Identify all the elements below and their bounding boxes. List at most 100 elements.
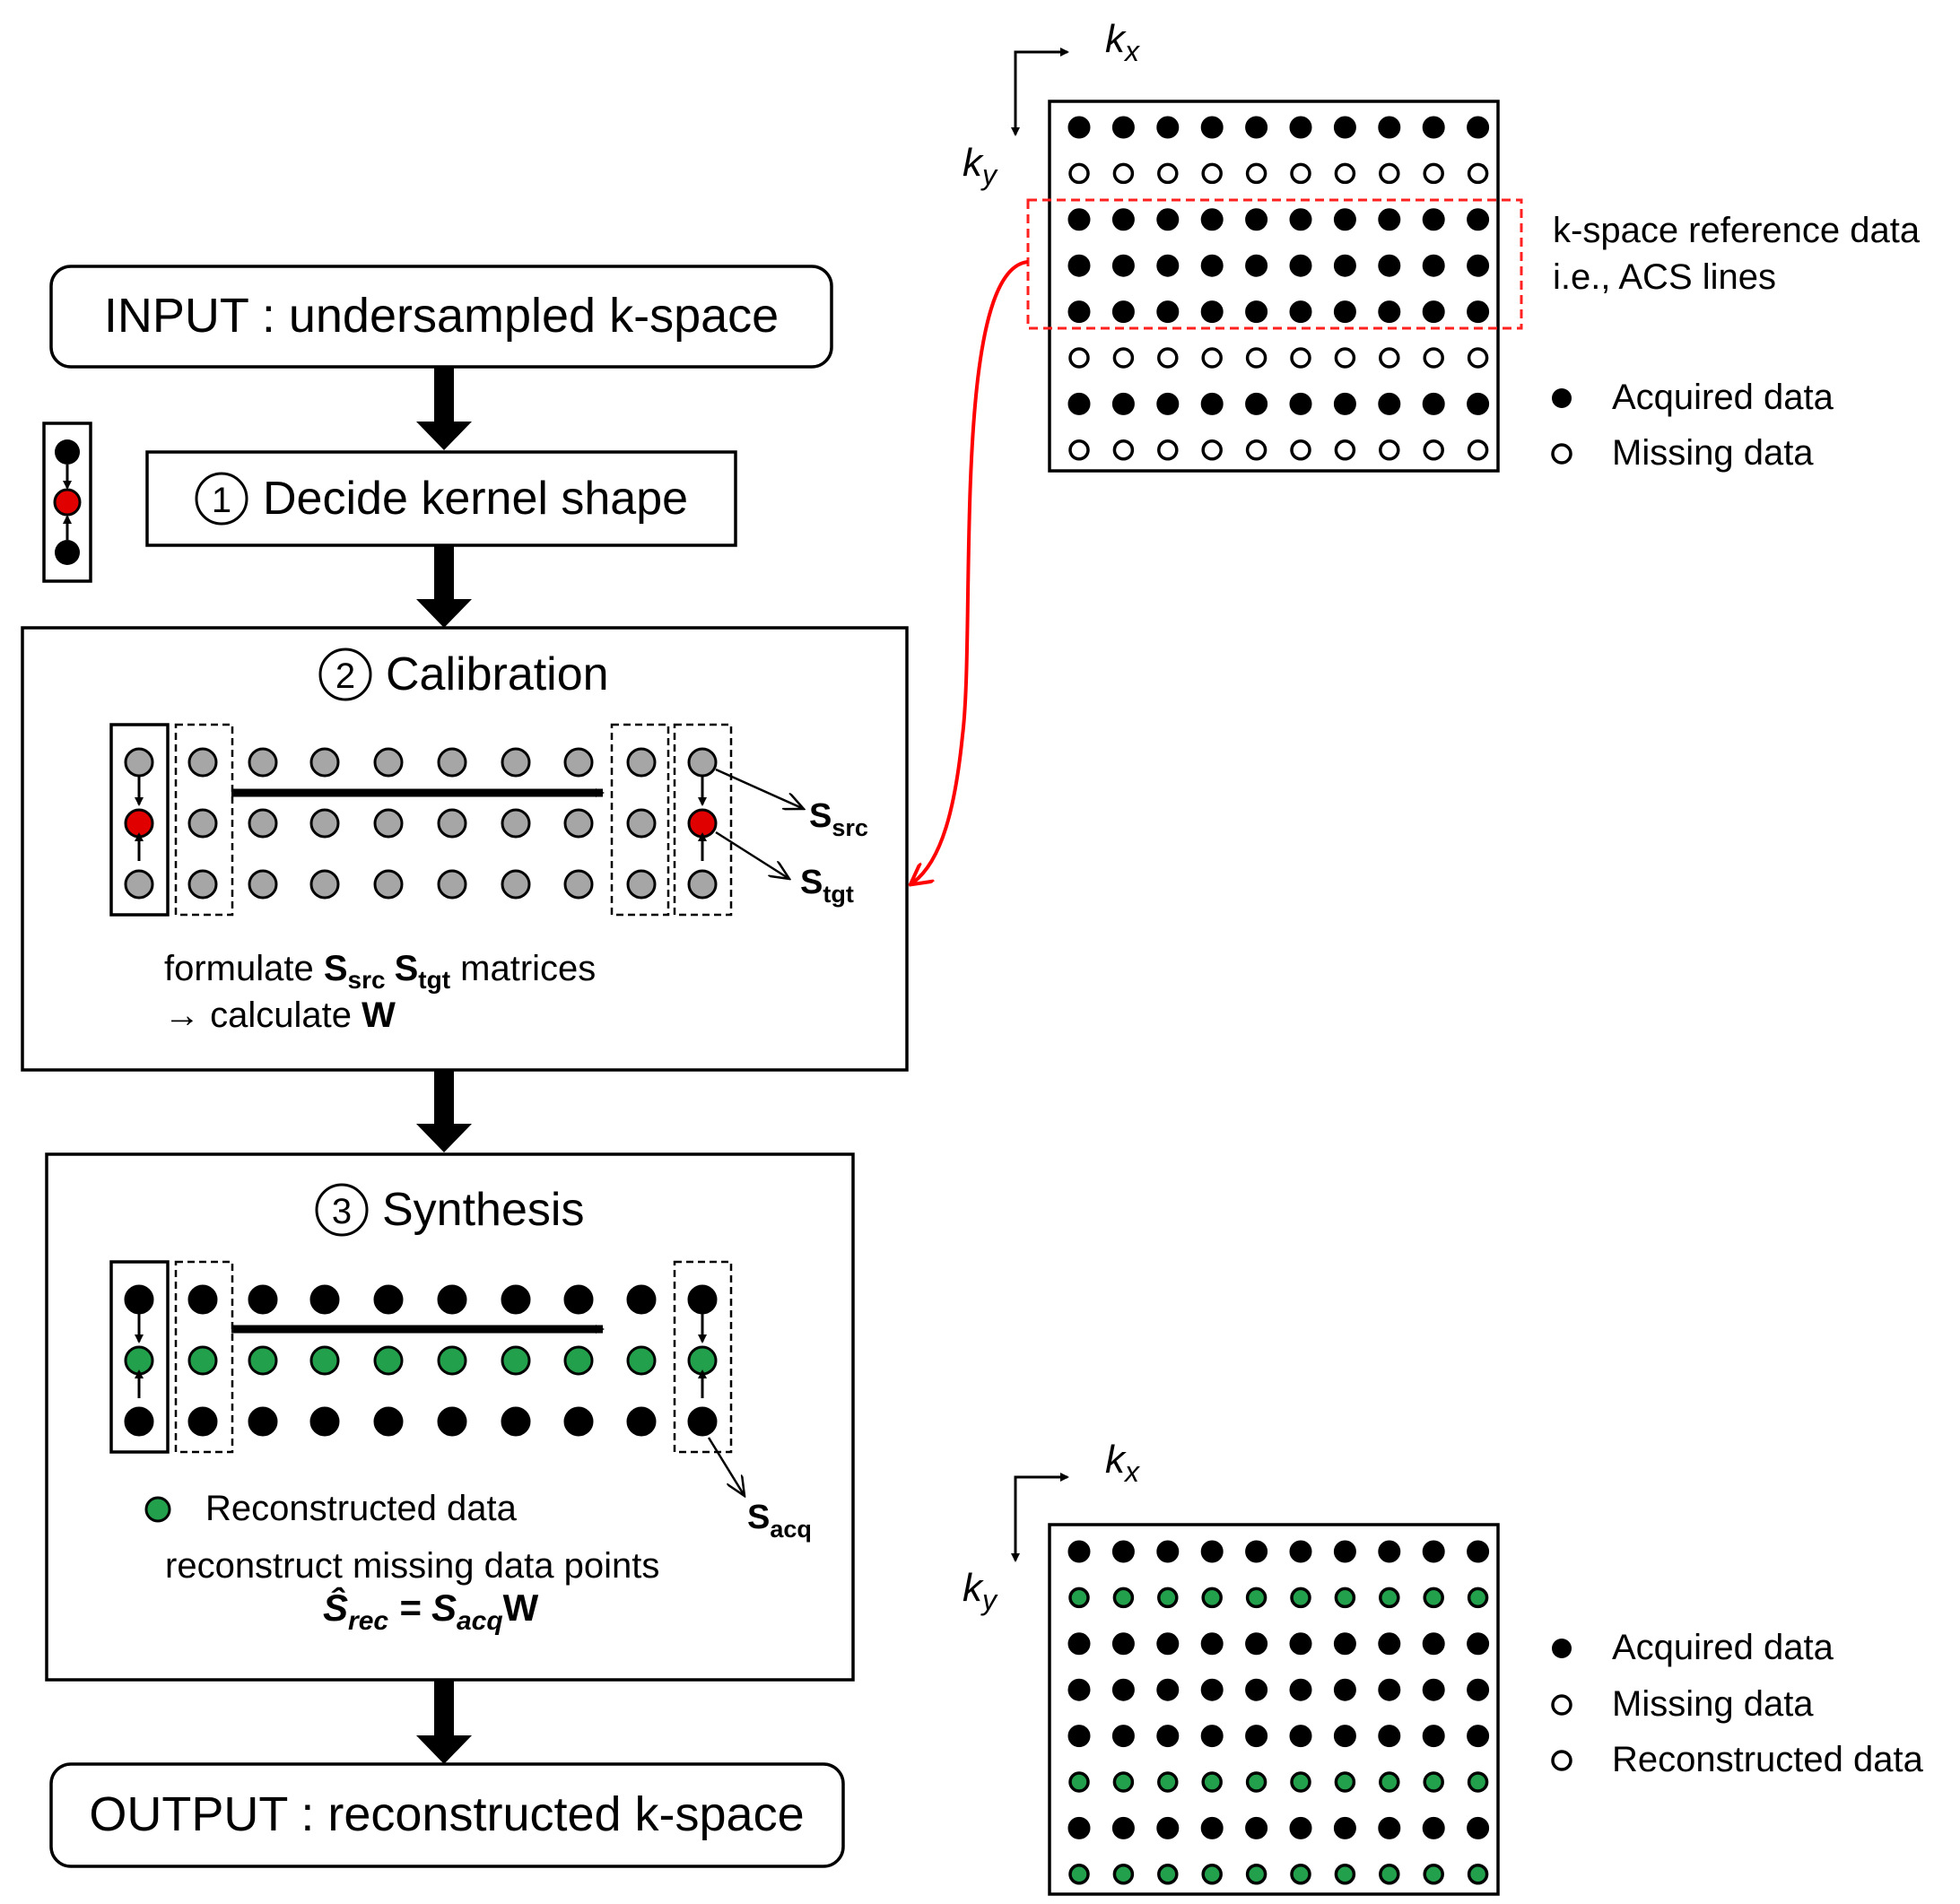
calibration-point-middle [501,808,531,839]
kspace-top-frame [1048,100,1500,473]
calibration-point-middle [563,808,594,839]
kspace-point-acquired [1467,254,1490,277]
kspace-point-reconstructed [1423,1771,1444,1793]
kspace-point-acquired [1200,392,1224,415]
kspace-point-acquired [1200,1632,1224,1656]
step1-label: Decide kernel shape [263,473,688,525]
kspace-point-acquired [1289,208,1312,231]
legend-acquired-top: Acquired data [1612,378,1834,417]
calibration-kernel-frame-9 [610,723,670,917]
kspace-point-reconstructed [1157,1864,1179,1885]
kspace-point-acquired [1467,1678,1490,1701]
kspace-point-acquired [1333,1678,1356,1701]
kspace-bottom-points [1067,1540,1490,1885]
calibration-point-middle [373,808,404,839]
kspace-point-acquired [1067,116,1091,139]
kspace-point-reconstructed [1112,1864,1135,1885]
kspace-point-acquired [1422,300,1445,324]
kspace-point-acquired [1156,300,1180,324]
synthesis-point-top [187,1284,218,1315]
kspace-point-reconstructed [1068,1771,1090,1793]
kspace-point-acquired [1378,1678,1401,1701]
kspace-point-acquired [1378,1632,1401,1656]
kspace-point-reconstructed [1379,1587,1400,1609]
calibration-point-middle [187,808,218,839]
synthesis-point-middle [248,1345,278,1376]
synthesis-point-top [501,1284,531,1315]
kspace-point-acquired [1289,254,1312,277]
synthesis-point-top [626,1284,657,1315]
kspace-top-points [1067,116,1490,461]
kspace-point-acquired [1467,116,1490,139]
legend-acquired-dot-bottom [1552,1639,1572,1658]
step1-number-badge [195,472,248,526]
kspace-point-acquired [1200,1816,1224,1839]
kspace-point-acquired [1156,1678,1180,1701]
kspace-point-reconstructed [1334,1587,1356,1609]
flow-arrow-step2-to-step3 [416,1070,472,1152]
kspace-point-reconstructed [1068,1587,1090,1609]
kspace-point-missing [1112,162,1135,185]
kspace-point-reconstructed [1290,1587,1311,1609]
synthesis-point-middle [309,1345,340,1376]
acs-label-line2: i.e., ACS lines [1553,257,1776,297]
output-box: OUTPUT : reconstructed k-space [49,1762,845,1868]
calibration-point-top [501,747,531,778]
synthesis-point-bottom [437,1406,467,1437]
kspace-point-acquired [1111,392,1135,415]
synthesis-point-top [124,1284,154,1315]
kspace-point-acquired [1200,1725,1224,1748]
kspace-point-acquired [1378,1816,1401,1839]
calibration-point-top [687,747,718,778]
reconstructed-legend-dot [144,1496,171,1523]
kspace-point-acquired [1422,208,1445,231]
acs-region-box [1026,198,1523,330]
synthesis-point-middle [437,1345,467,1376]
calibration-point-bottom [563,869,594,900]
kspace-point-acquired [1422,116,1445,139]
kspace-point-acquired [1467,1816,1490,1839]
kspace-point-missing [1379,162,1400,185]
kspace-point-acquired [1289,1632,1312,1656]
kspace-point-missing [1290,162,1311,185]
calibration-points [124,747,718,900]
kspace-point-missing [1245,439,1267,461]
kspace-point-acquired [1467,208,1490,231]
kspace-point-missing [1467,162,1489,185]
calibration-point-top [563,747,594,778]
kspace-point-acquired [1156,116,1180,139]
kspace-point-acquired [1422,1632,1445,1656]
acs-to-calibration-arrow [913,260,1029,882]
kspace-point-acquired [1111,1725,1135,1748]
kspace-point-acquired [1422,1540,1445,1563]
kspace-point-acquired [1422,254,1445,277]
kspace-point-missing [1334,439,1356,461]
calibration-point-bottom [187,869,218,900]
kspace-point-reconstructed [1467,1587,1489,1609]
kspace-point-reconstructed [1334,1771,1356,1793]
kspace-undersampled: kx ky k-space reference data i.e., ACS l… [963,17,1921,473]
kspace-point-reconstructed [1112,1771,1135,1793]
kspace-point-acquired [1245,1725,1268,1748]
synthesis-target-point [124,1345,154,1376]
kspace-point-acquired [1156,208,1180,231]
calibration-point-bottom [437,869,467,900]
kspace-point-acquired [1467,1632,1490,1656]
kspace-point-reconstructed [1157,1771,1179,1793]
calibration-point-bottom [373,869,404,900]
step2-number: 2 [335,656,355,696]
step2-number-badge [318,648,372,701]
calibration-kernel-frame-2 [174,723,234,917]
calibration-kernel-frame-start [109,723,170,917]
kspace-point-acquired [1333,1632,1356,1656]
flow-arrow-input-to-step1 [416,368,472,450]
kspace-point-acquired [1245,254,1268,277]
legend-missing-dot-top [1551,443,1572,465]
legend-reconstructed-bottom: Reconstructed data [1612,1740,1924,1779]
kspace-point-reconstructed [1334,1864,1356,1885]
kspace-point-acquired [1067,208,1091,231]
calibration-point-bottom [309,869,340,900]
kspace-point-acquired [1067,300,1091,324]
synthesis-kernel-frame-end [673,1260,733,1454]
